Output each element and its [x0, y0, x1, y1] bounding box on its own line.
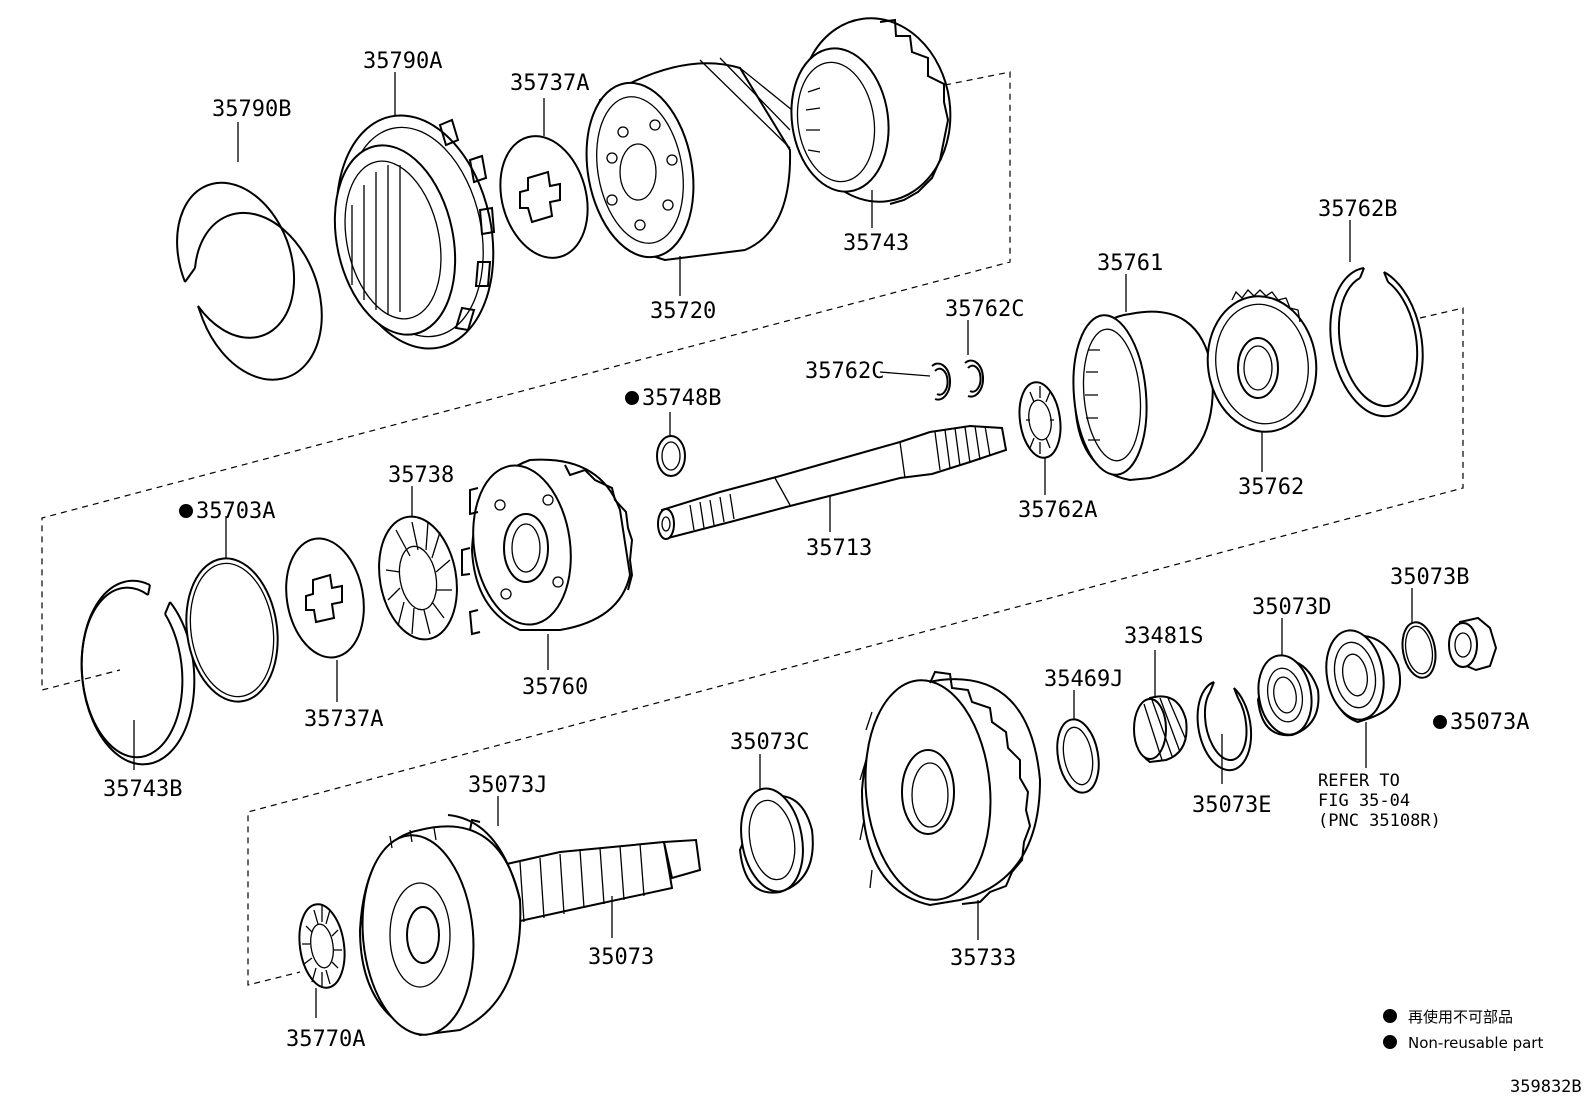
label-35743[interactable]: 35743 [843, 231, 909, 256]
label-35770A[interactable]: 35770A [286, 1027, 365, 1052]
label-35762C-upper[interactable]: 35762C [945, 297, 1024, 322]
label-35790A[interactable]: 35790A [363, 49, 442, 74]
part-35737A-top-plate[interactable] [487, 126, 600, 268]
label-35762[interactable]: 35762 [1238, 475, 1304, 500]
part-35733-ring-gear[interactable] [857, 670, 1042, 907]
label-35720[interactable]: 35720 [650, 299, 716, 324]
part-35790B-snap-ring[interactable] [176, 181, 323, 381]
part-35762C-clip-left[interactable] [931, 362, 951, 401]
part-35748B-seal-ring[interactable] [656, 435, 686, 477]
part-35762B-snap-ring[interactable] [1329, 267, 1424, 418]
part-35761-ring-gear[interactable] [1067, 310, 1214, 482]
label-35469J[interactable]: 35469J [1044, 667, 1123, 692]
reference-note-line2: FIG 35-04 [1318, 791, 1410, 811]
figure-id: 359832B [1510, 1077, 1582, 1097]
legend-japanese: 再使用不可部品 [1408, 1008, 1513, 1026]
part-bearing-35108R[interactable] [1320, 626, 1402, 724]
part-35720-clutch-drum[interactable] [574, 57, 793, 266]
label-35762A[interactable]: 35762A [1018, 498, 1097, 523]
label-35762B[interactable]: 35762B [1318, 197, 1397, 222]
part-35073D-bearing[interactable] [1252, 651, 1320, 739]
label-35738[interactable]: 35738 [388, 463, 454, 488]
legend: 再使用不可部品 Non-reusable part [1383, 1008, 1543, 1052]
legend-english: Non-reusable part [1408, 1034, 1543, 1052]
part-35770A-needle-bearing[interactable] [294, 901, 349, 990]
label-35737A-middle[interactable]: 35737A [304, 707, 383, 732]
part-35762-sun-gear[interactable] [1199, 289, 1325, 439]
label-35713[interactable]: 35713 [806, 536, 872, 561]
part-35738-thrust-bearing[interactable] [370, 510, 466, 645]
group-boundary-top [41, 71, 1011, 691]
part-35743-clutch-drum[interactable] [782, 8, 962, 211]
label-35760[interactable]: 35760 [522, 675, 588, 700]
part-35737A-middle-plate[interactable] [277, 532, 373, 663]
label-35737A-top[interactable]: 35737A [510, 71, 589, 96]
reference-note-line1: REFER TO [1318, 771, 1400, 791]
part-35713-intermediate-shaft[interactable] [657, 424, 1008, 540]
part-35762C-clip-right[interactable] [964, 359, 984, 398]
part-35073C-oil-seal[interactable] [733, 784, 814, 897]
label-33481S[interactable]: 33481S [1124, 624, 1203, 649]
label-35073A[interactable]: 35073A [1450, 710, 1529, 735]
part-35703A-o-ring[interactable] [177, 552, 286, 707]
label-35073E[interactable]: 35073E [1192, 793, 1271, 818]
part-35760-planetary-carrier[interactable] [461, 458, 634, 636]
non-reusable-marker-35703A [179, 504, 193, 518]
label-35703A[interactable]: 35703A [196, 499, 275, 524]
part-35073B-o-ring[interactable] [1398, 620, 1439, 681]
part-33481S-needle-bearing[interactable] [1133, 695, 1188, 764]
part-35790A-clutch-hub[interactable] [316, 101, 514, 363]
reference-note-line3: (PNC 35108R) [1318, 811, 1441, 831]
label-35743B[interactable]: 35743B [103, 777, 182, 802]
label-35762C-lower[interactable]: 35762C [805, 359, 884, 384]
label-35073D[interactable]: 35073D [1252, 595, 1331, 620]
legend-marker-japanese [1383, 1009, 1397, 1023]
label-35073[interactable]: 35073 [588, 945, 654, 970]
leader-lines [133, 72, 1413, 1018]
non-reusable-marker-35073A [1433, 715, 1447, 729]
part-35073E-snap-ring[interactable] [1196, 681, 1253, 772]
label-35073J[interactable]: 35073J [468, 773, 547, 798]
part-35743B-snap-ring[interactable] [80, 579, 196, 766]
label-35073C[interactable]: 35073C [730, 730, 809, 755]
non-reusable-marker-35748B [625, 391, 639, 405]
part-35469J-ring[interactable] [1052, 716, 1104, 796]
part-35762A-needle-bearing[interactable] [1015, 380, 1065, 461]
part-35073A-lock-nut[interactable] [1448, 616, 1498, 672]
part-35073-output-shaft[interactable] [354, 814, 702, 1039]
group-boundary-middle [247, 307, 1464, 986]
label-35748B[interactable]: 35748B [642, 386, 721, 411]
label-35733[interactable]: 35733 [950, 946, 1016, 971]
label-35790B[interactable]: 35790B [212, 97, 291, 122]
legend-marker-english [1383, 1035, 1397, 1049]
label-35073B[interactable]: 35073B [1390, 565, 1469, 590]
label-35761[interactable]: 35761 [1097, 251, 1163, 276]
